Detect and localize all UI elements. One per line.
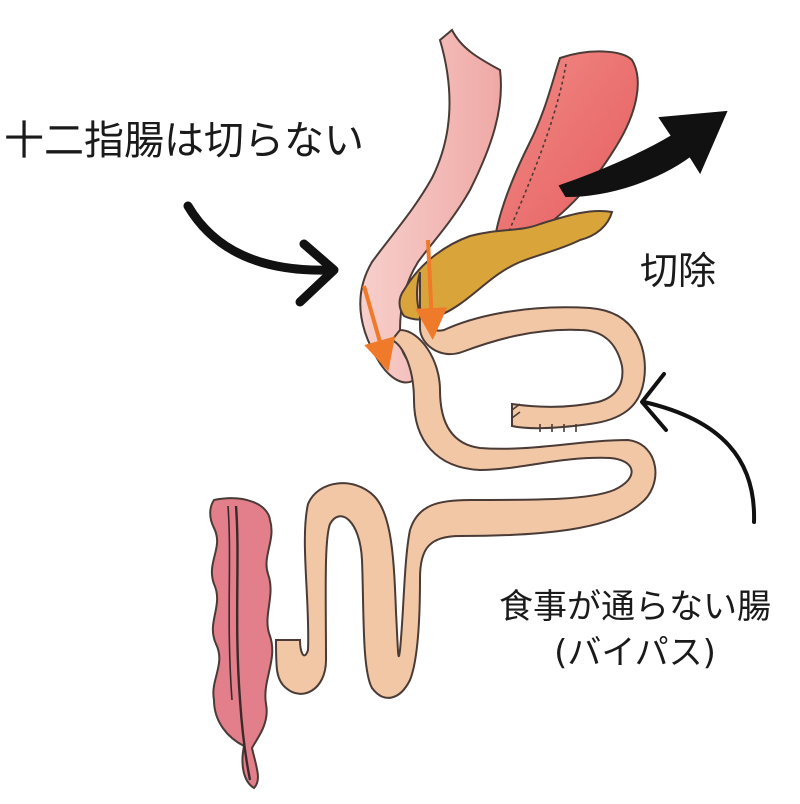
bypass-pointer-head xyxy=(640,372,668,432)
duodenum-not-cut-label: 十二指腸は切らない xyxy=(4,118,364,164)
food-flow-arrow-right xyxy=(415,239,448,340)
bypass-label-line1: 食事が通らない腸 xyxy=(499,587,771,627)
colon-seam xyxy=(234,505,252,781)
colon xyxy=(209,497,274,790)
small-intestine xyxy=(274,328,657,699)
resection-arrow-icon xyxy=(558,110,728,198)
duodenum-pointer-icon xyxy=(183,201,335,275)
anastomosis-stitches xyxy=(511,403,577,432)
bypass-label: 食事が通らない腸 (バイパス) xyxy=(480,584,790,676)
duodenum-pointer-head xyxy=(295,239,339,307)
resection-label: 切除 xyxy=(640,249,717,293)
bypass-label-line2: (バイパス) xyxy=(554,633,716,673)
food-flow-arrow-left xyxy=(362,285,395,372)
duodenum-loop xyxy=(416,271,646,430)
bypass-pointer-icon xyxy=(642,400,757,524)
colon-seam-2 xyxy=(227,505,233,701)
